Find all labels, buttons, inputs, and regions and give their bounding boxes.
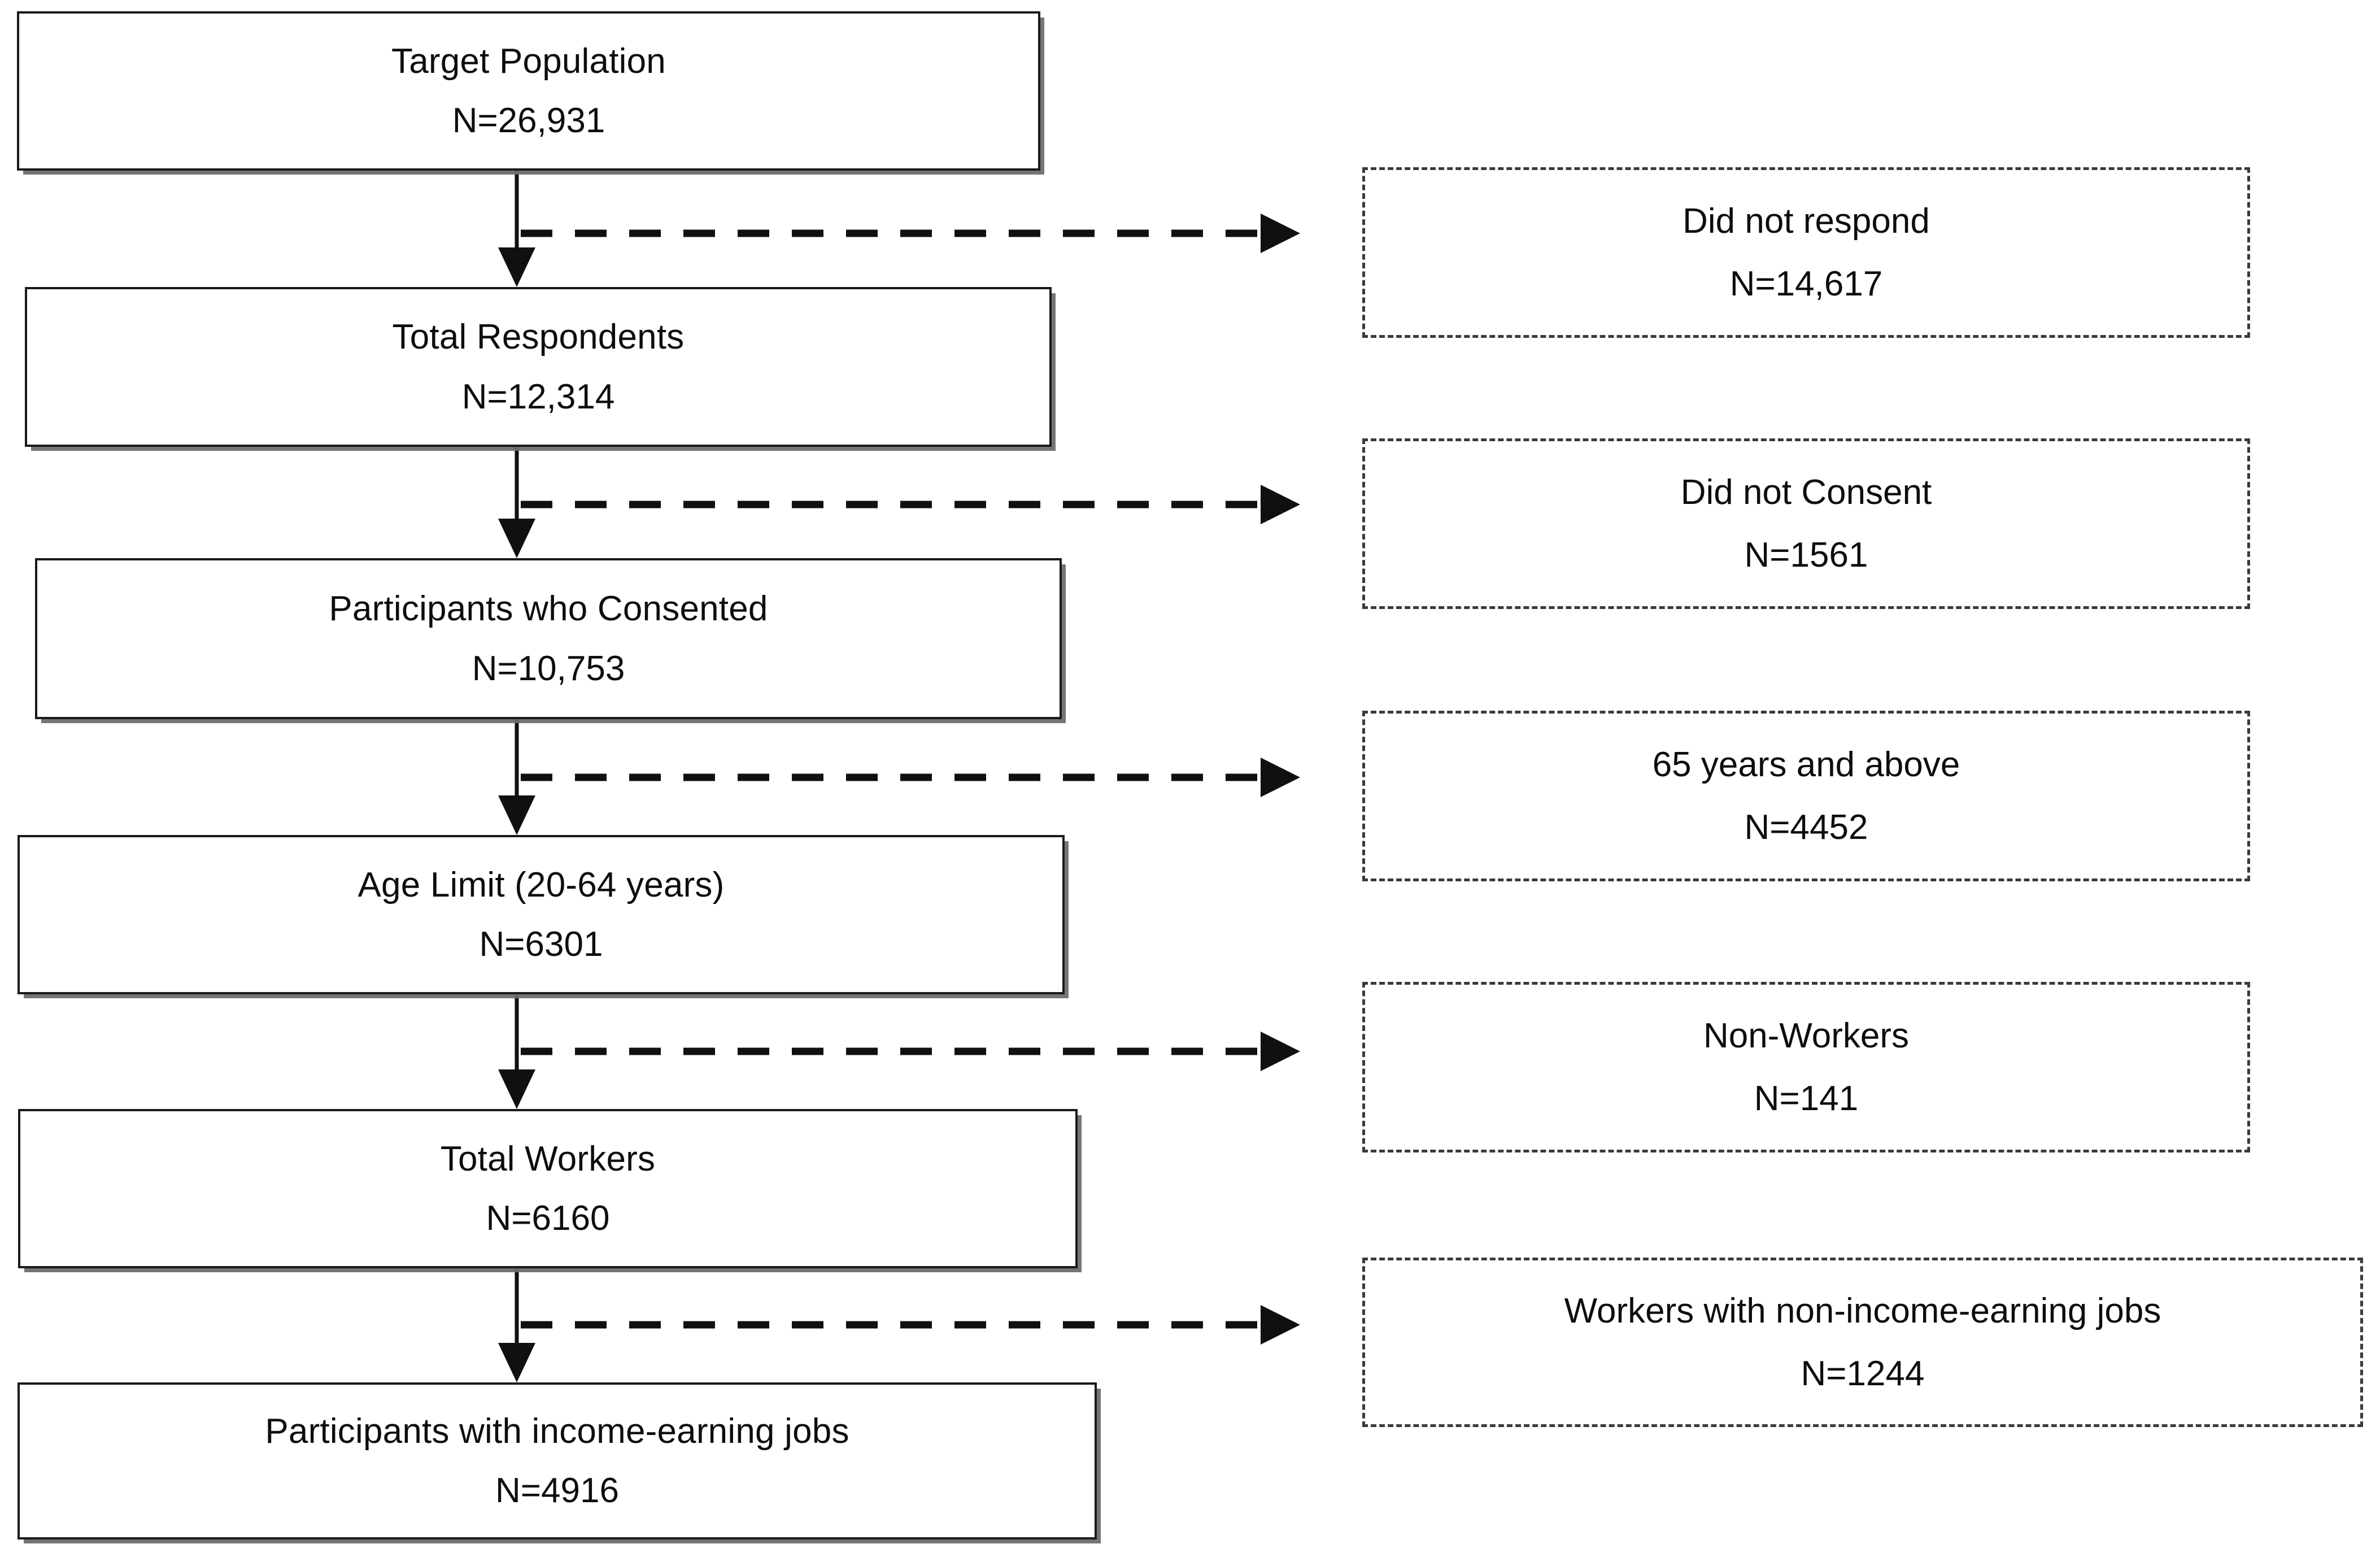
flow-arrow-3	[498, 719, 1300, 835]
flow-box-count: N=4916	[495, 1471, 619, 1510]
flow-box-count: N=10,753	[472, 649, 625, 688]
exclusion-box-label: Non-Workers	[1703, 1016, 1910, 1055]
flow-box-label: Total Respondents	[392, 318, 685, 357]
exclusion-box-label: Did not Consent	[1680, 472, 1932, 512]
exclusion-box-label: Workers with non-income-earning jobs	[1564, 1291, 2161, 1330]
flow-arrow-5	[498, 1268, 1300, 1382]
exclusion-box-label: Did not respond	[1682, 201, 1930, 241]
flow-box-total-respondents[interactable]: Total Respondents N=12,314	[25, 287, 1052, 447]
flow-box-age-limit[interactable]: Age Limit (20-64 years) N=6301	[18, 835, 1065, 994]
exclusion-box-sixty-five-and-above[interactable]: 65 years and above N=4452	[1362, 711, 2250, 881]
flow-box-count: N=26,931	[452, 101, 605, 140]
flow-box-total-workers[interactable]: Total Workers N=6160	[18, 1109, 1078, 1268]
flow-box-count: N=6301	[479, 925, 603, 964]
exclusion-box-did-not-respond[interactable]: Did not respond N=14,617	[1362, 167, 2250, 338]
flow-box-participants-consented[interactable]: Participants who Consented N=10,753	[35, 558, 1062, 719]
exclusion-box-count: N=4452	[1744, 808, 1868, 847]
flow-box-label: Total Workers	[440, 1139, 656, 1178]
exclusion-box-count: N=1244	[1801, 1354, 1925, 1393]
flow-box-participants-income-earning[interactable]: Participants with income-earning jobs N=…	[18, 1382, 1097, 1539]
flow-box-label: Age Limit (20-64 years)	[358, 865, 725, 904]
flow-arrow-4	[498, 994, 1300, 1109]
exclusion-box-did-not-consent[interactable]: Did not Consent N=1561	[1362, 438, 2250, 609]
flow-arrow-2	[498, 447, 1300, 558]
flow-arrow-1	[498, 171, 1300, 287]
exclusion-box-count: N=141	[1754, 1079, 1859, 1118]
exclusion-box-label: 65 years and above	[1652, 745, 1960, 784]
exclusion-box-count: N=14,617	[1729, 264, 1883, 303]
flow-box-count: N=6160	[486, 1199, 610, 1238]
exclusion-box-count: N=1561	[1744, 536, 1868, 575]
exclusion-box-non-income-earning-jobs[interactable]: Workers with non-income-earning jobs N=1…	[1362, 1258, 2363, 1427]
flow-box-label: Participants who Consented	[329, 589, 768, 629]
exclusion-box-non-workers[interactable]: Non-Workers N=141	[1362, 982, 2250, 1152]
flow-box-label: Participants with income-earning jobs	[265, 1411, 849, 1451]
flow-box-label: Target Population	[391, 41, 666, 81]
flow-box-count: N=12,314	[461, 377, 615, 416]
flow-box-target-population[interactable]: Target Population N=26,931	[17, 11, 1040, 171]
